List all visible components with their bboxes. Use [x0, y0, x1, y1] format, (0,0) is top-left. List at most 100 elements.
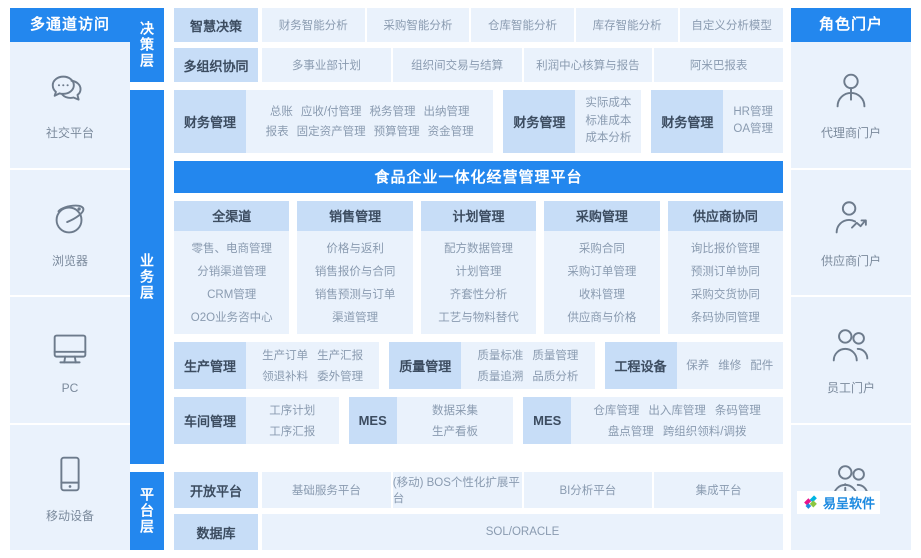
manufacturing-item[interactable]: 配件	[750, 360, 774, 373]
manufacturing-item[interactable]: 跨组织领料/调拨	[662, 425, 747, 438]
manufacturing-group-head[interactable]: 质量管理	[389, 341, 462, 389]
business-column-item[interactable]: O2O业务咨中心	[190, 311, 273, 324]
platform-row-value[interactable]: SOL/ORACLE	[262, 514, 783, 550]
business-column-item[interactable]: 价格与返利	[326, 242, 384, 255]
decision-item[interactable]: 多事业部计划	[262, 48, 393, 82]
manufacturing-group-head[interactable]: 工程设备	[604, 341, 677, 389]
platform-item[interactable]: 集成平台	[695, 485, 742, 497]
decision-item[interactable]: 组织间交易与结算	[393, 48, 524, 82]
manufacturing-item[interactable]: 质量管理	[532, 349, 579, 362]
decision-item[interactable]: 采购智能分析	[367, 8, 472, 42]
finance-item[interactable]: HR管理	[733, 105, 773, 118]
manufacturing-item[interactable]: 维修	[718, 360, 742, 373]
left-rail-item-label: 移动设备	[45, 508, 94, 523]
finance-item[interactable]: OA管理	[733, 123, 773, 136]
right-rail-item-2[interactable]: 员工门户	[791, 297, 911, 425]
manufacturing-item[interactable]: 质量标准	[477, 349, 524, 362]
left-rail-item-2[interactable]: PC	[10, 297, 130, 425]
finance-item[interactable]: 预算管理	[373, 126, 420, 139]
manufacturing-item[interactable]: 领退补料	[262, 370, 309, 383]
decision-item[interactable]: 仓库智能分析	[471, 8, 576, 42]
business-column-head[interactable]: 销售管理	[297, 200, 413, 231]
manufacturing-group-head[interactable]: MES	[523, 396, 572, 444]
business-column-item[interactable]: 询比报价管理	[690, 242, 760, 255]
left-rail-item-0[interactable]: 社交平台	[10, 42, 130, 170]
manufacturing-item[interactable]: 生产看板	[431, 425, 478, 438]
business-column-item[interactable]: 渠道管理	[332, 311, 379, 324]
finance-group-head[interactable]: 财务管理	[503, 90, 576, 153]
business-column-1: 销售管理价格与返利销售报价与合同销售预测与订单渠道管理	[297, 200, 413, 334]
finance-item[interactable]: 固定资产管理	[296, 126, 366, 139]
manufacturing-item[interactable]: 保养	[686, 360, 710, 373]
left-rail-item-3[interactable]: 移动设备	[10, 424, 130, 550]
decision-item[interactable]: 阿米巴报表	[689, 60, 748, 72]
right-rail-item-3[interactable]: 易呈软件	[791, 424, 911, 550]
business-column-item[interactable]: 工艺与物料替代	[438, 311, 519, 324]
business-column-item[interactable]: 条码协同管理	[690, 311, 760, 324]
platform-item[interactable]: 基础服务平台	[262, 472, 393, 508]
manufacturing-item[interactable]: 质量追溯	[477, 370, 524, 383]
manufacturing-group-head[interactable]: MES	[348, 396, 397, 444]
business-column-body: 配方数据管理计划管理齐套性分析工艺与物料替代	[420, 230, 537, 334]
business-column-item[interactable]: 采购交货协同	[690, 288, 760, 301]
right-rail-item-0[interactable]: 代理商门户	[791, 42, 911, 170]
platform-row-head[interactable]: 开放平台	[174, 472, 258, 508]
decision-item[interactable]: 库存智能分析	[576, 8, 681, 42]
decision-item[interactable]: 利润中心核算与报告	[524, 48, 655, 82]
left-rail-item-1[interactable]: 浏览器	[10, 169, 130, 297]
manufacturing-item[interactable]: 工序汇报	[269, 425, 316, 438]
platform-item[interactable]: BI分析平台	[524, 472, 655, 508]
business-column-item[interactable]: 预测订单协同	[690, 265, 760, 278]
finance-group-head[interactable]: 财务管理	[174, 90, 247, 153]
manufacturing-item[interactable]: 生产订单	[262, 349, 309, 362]
business-column-item[interactable]: CRM管理	[207, 288, 257, 301]
business-column-item[interactable]: 零售、电商管理	[191, 242, 272, 255]
manufacturing-item[interactable]: 工序计划	[269, 404, 316, 417]
finance-item[interactable]: 应收/付管理	[300, 106, 362, 119]
manufacturing-item[interactable]: 品质分析	[532, 370, 579, 383]
finance-item[interactable]: 总账	[269, 106, 293, 119]
finance-group-head[interactable]: 财务管理	[651, 90, 724, 153]
finance-item[interactable]: 出纳管理	[423, 106, 470, 119]
manufacturing-group-head[interactable]: 生产管理	[174, 341, 247, 389]
platform-item[interactable]: (移动) BOS个性化扩展平台	[393, 472, 524, 508]
decision-item[interactable]: 财务智能分析	[262, 8, 367, 42]
business-column-item[interactable]: 分销渠道管理	[197, 265, 267, 278]
manufacturing-item[interactable]: 盘点管理	[607, 425, 654, 438]
manufacturing-item[interactable]: 出入库管理	[648, 404, 706, 417]
manufacturing-item[interactable]: 条码管理	[714, 404, 761, 417]
business-column-item[interactable]: 供应商与价格	[567, 311, 637, 324]
finance-item[interactable]: 报表	[265, 126, 289, 139]
manufacturing-item[interactable]: 生产汇报	[317, 349, 364, 362]
business-column-item[interactable]: 采购合同	[578, 242, 625, 255]
finance-item[interactable]: 税务管理	[369, 106, 416, 119]
business-layer-band: 业务层 财务管理总账应收/付管理税务管理出纳管理报表固定资产管理预算管理资金管理…	[130, 90, 791, 464]
business-column-item[interactable]: 收料管理	[578, 288, 625, 301]
business-column-item[interactable]: 销售预测与订单	[314, 288, 396, 301]
finance-group-row: 财务管理 总账应收/付管理税务管理出纳管理报表固定资产管理预算管理资金管理 财务管理…	[174, 90, 783, 153]
manufacturing-group-head[interactable]: 车间管理	[174, 396, 247, 444]
right-rail-item-1[interactable]: 供应商门户	[791, 169, 911, 297]
business-column-head[interactable]: 计划管理	[420, 200, 537, 231]
decision-row-head[interactable]: 智慧决策	[174, 8, 258, 42]
business-column-item[interactable]: 齐套性分析	[449, 288, 508, 301]
business-column-head[interactable]: 采购管理	[544, 200, 660, 231]
manufacturing-item[interactable]: 仓库管理	[593, 404, 640, 417]
finance-item[interactable]: 实际成本	[585, 97, 632, 109]
business-column-item[interactable]: 计划管理	[455, 265, 502, 278]
business-column-item[interactable]: 采购订单管理	[567, 265, 637, 278]
finance-item[interactable]: 成本分析	[585, 132, 632, 145]
manufacturing-item[interactable]: 委外管理	[317, 370, 364, 383]
finance-item[interactable]: 标准成本	[585, 114, 632, 127]
decision-item[interactable]: 自定义分析模型	[691, 20, 772, 32]
manufacturing-item[interactable]: 数据采集	[431, 404, 478, 417]
business-column-head[interactable]: 全渠道	[174, 200, 290, 231]
business-column-head[interactable]: 供应商协同	[667, 200, 784, 231]
platform-row-head[interactable]: 数据库	[174, 514, 258, 550]
business-column-item[interactable]: 销售报价与合同	[314, 265, 396, 278]
business-column-item[interactable]: 配方数据管理	[444, 242, 514, 255]
decision-row-head[interactable]: 多组织协同	[174, 48, 258, 82]
finance-item[interactable]: 资金管理	[427, 126, 474, 139]
